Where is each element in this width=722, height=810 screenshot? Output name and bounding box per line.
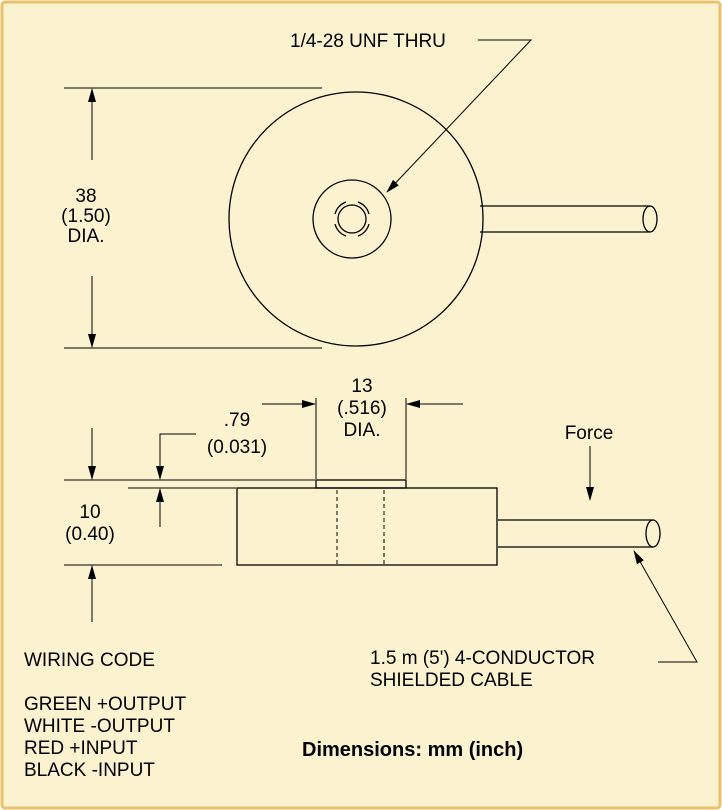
wiring-entry: BLACK -INPUT bbox=[24, 760, 155, 781]
dia-suffix-label: DIA. bbox=[68, 226, 105, 247]
dia-in-label: (1.50) bbox=[61, 206, 111, 227]
wiring-title: WIRING CODE bbox=[24, 650, 155, 671]
force-label: Force bbox=[565, 423, 614, 444]
body-outline-circle bbox=[228, 91, 484, 347]
button-dia-suffix-label: DIA. bbox=[344, 420, 381, 441]
button-dia-in-label: (.516) bbox=[337, 398, 387, 419]
height-in-label: (0.40) bbox=[65, 524, 115, 545]
thread-leader-line bbox=[386, 39, 533, 193]
cable-top-end bbox=[642, 205, 658, 233]
button-height-arrow-down bbox=[156, 433, 196, 480]
height-mm-label: 10 bbox=[79, 502, 100, 523]
button-height-in-label: (0.031) bbox=[207, 437, 267, 458]
wiring-entry: GREEN +OUTPUT bbox=[24, 694, 186, 715]
units-note: Dimensions: mm (inch) bbox=[302, 739, 523, 761]
wiring-entry: WHITE -OUTPUT bbox=[24, 716, 175, 737]
wiring-entry: RED +INPUT bbox=[24, 738, 138, 759]
cable-label-line2: SHIELDED CABLE bbox=[370, 670, 533, 691]
thread-callout-label: 1/4-28 UNF THRU bbox=[290, 31, 446, 52]
wiring-code: WIRING CODE GREEN +OUTPUT WHITE -OUTPUT … bbox=[24, 650, 186, 781]
cable-top-view bbox=[480, 205, 650, 233]
button-side-rect bbox=[315, 479, 407, 489]
button-dia-mm-label: 13 bbox=[351, 376, 372, 397]
cable-side-end bbox=[645, 519, 661, 548]
thread-hole-hidden-arc bbox=[334, 201, 370, 237]
cable-leader-line bbox=[633, 550, 698, 663]
button-circle bbox=[312, 179, 392, 259]
dia-mm-label: 38 bbox=[75, 186, 96, 207]
top-view: 1/4-28 UNF THRU 38 (1.50) DIA. bbox=[61, 31, 658, 349]
thread-hole-circle bbox=[337, 204, 367, 234]
cable-side-view bbox=[498, 519, 653, 548]
cable-label-line1: 1.5 m (5') 4-CONDUCTOR bbox=[370, 648, 595, 669]
button-height-mm-label: .79 bbox=[224, 410, 250, 431]
side-view: 13 (.516) DIA. .79 (0.031) 10 (0.40) For… bbox=[64, 376, 698, 691]
